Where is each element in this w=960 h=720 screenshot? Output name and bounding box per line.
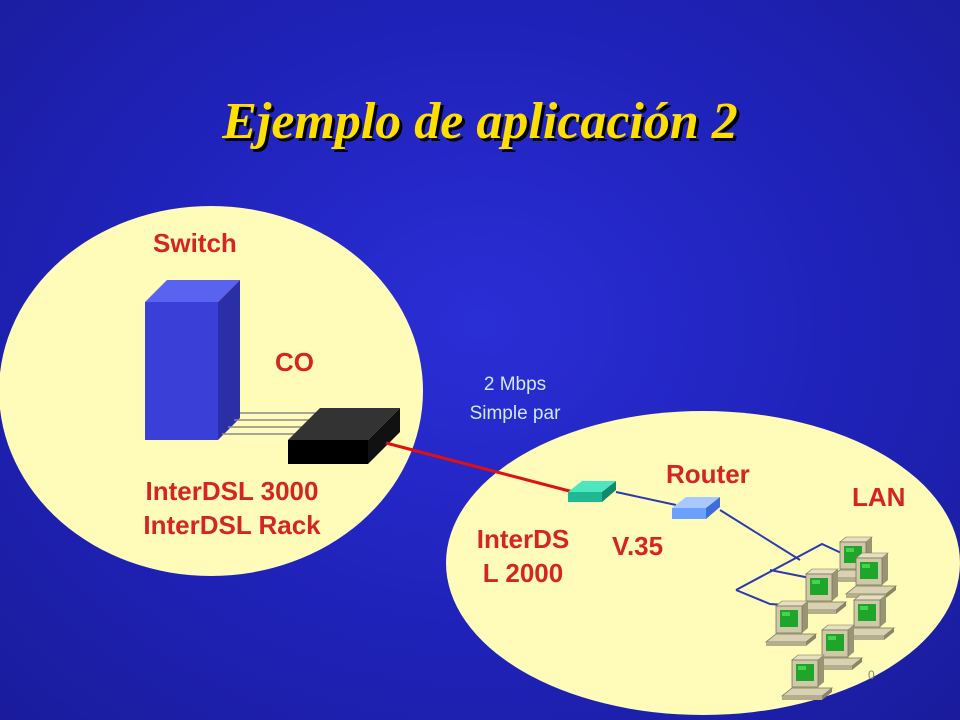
link-annotation: 2 Mbps Simple par	[440, 370, 590, 428]
computer-icon	[780, 654, 834, 700]
computer-icon	[764, 600, 818, 646]
interdsl-2000-modem-icon	[568, 481, 616, 502]
lan-label: LAN	[852, 482, 906, 512]
interdsl-device-label: InterDSL 3000 InterDSL Rack	[112, 474, 352, 542]
interdsl-2000-label: InterDS L 2000	[458, 522, 588, 590]
link-medium-label: Simple par	[469, 403, 561, 424]
router-label: Router	[666, 459, 750, 489]
v35-link-line	[615, 491, 677, 506]
switch-label: Switch	[153, 228, 237, 258]
interdsl-3000-label: InterDSL 3000	[145, 476, 319, 506]
interdsl-2000-line1: InterDS	[476, 524, 570, 554]
v35-label: V.35	[612, 531, 664, 561]
lan-computers	[764, 536, 898, 700]
dsl-link-line	[385, 441, 578, 495]
interdsl-rack-label: InterDSL Rack	[143, 510, 321, 540]
router-icon	[672, 497, 720, 519]
computer-icon	[844, 552, 898, 598]
page-number: 0	[868, 668, 875, 682]
co-label: CO	[275, 347, 314, 377]
switch-tower-icon	[145, 280, 240, 440]
computer-icon	[794, 568, 848, 614]
computer-icon	[810, 624, 864, 670]
computer-icon	[842, 594, 896, 640]
interdsl-rack-icon	[288, 408, 400, 464]
interdsl-2000-line2: L 2000	[482, 558, 564, 588]
switch-rack-cables	[222, 412, 316, 435]
link-speed-label: 2 Mbps	[483, 374, 547, 395]
slide-title: Ejemplo de aplicación 2	[222, 93, 738, 150]
